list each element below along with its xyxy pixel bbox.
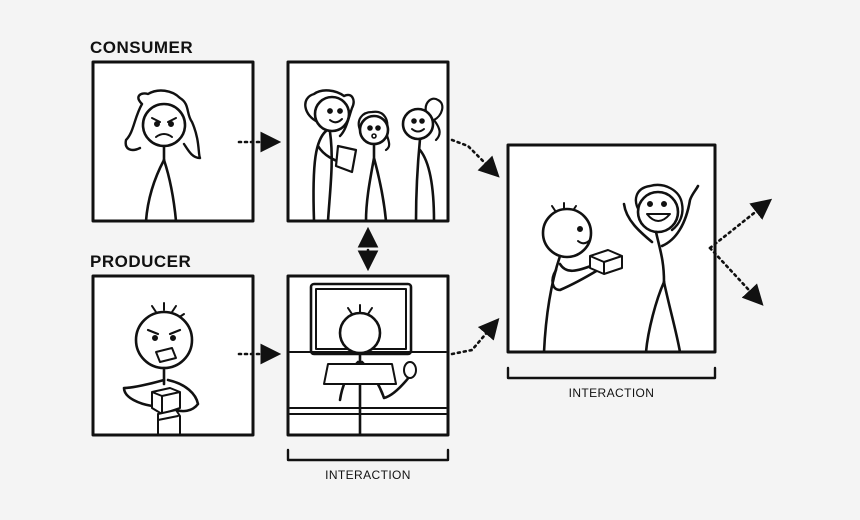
producer-at-desk-figure (323, 304, 417, 436)
arrow-group-to-interaction (450, 138, 500, 178)
arrow-computer-to-interaction (450, 318, 500, 356)
consumer-alone-panel (91, 60, 255, 223)
arrow-interaction-out-up (708, 198, 773, 250)
producer-alone-panel (91, 274, 255, 437)
consumer-middle-figure (357, 110, 391, 223)
producer-row-label: PRODUCER (90, 252, 192, 271)
desk (289, 407, 447, 415)
arrow-interaction-out-down (708, 246, 764, 306)
interaction-caption-large: INTERACTION (568, 386, 655, 400)
interaction-bracket-small (286, 448, 450, 462)
consumer-right-figure (401, 97, 444, 223)
consumer-group-panel (286, 60, 450, 223)
interaction-caption-small: INTERACTION (325, 468, 411, 482)
angry-producer-figure (122, 302, 200, 435)
interaction-bracket-large (506, 366, 717, 380)
producer-giving-box-figure (541, 202, 623, 354)
interaction-result-panel (506, 143, 717, 354)
sad-consumer-figure (124, 89, 202, 223)
consumer-row-label: CONSUMER (90, 38, 194, 57)
happy-consumer-figure (622, 183, 700, 354)
producer-computer-panel (286, 274, 450, 437)
consumer-left-figure (304, 89, 358, 223)
